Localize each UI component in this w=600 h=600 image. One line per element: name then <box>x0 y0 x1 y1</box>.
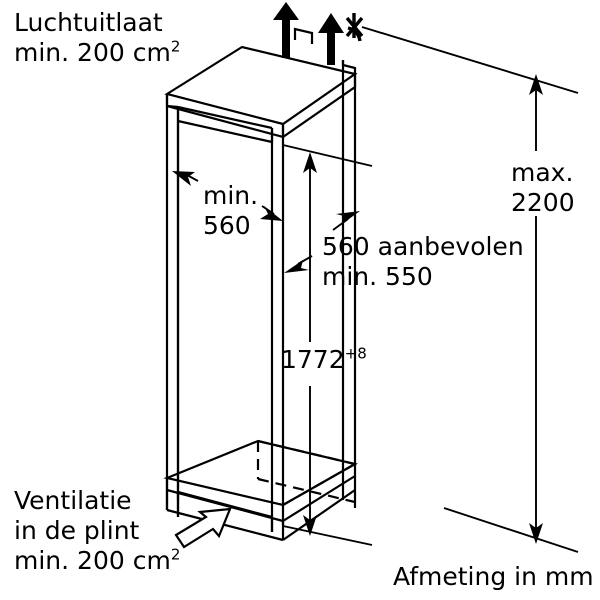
hidden-edges <box>256 439 356 506</box>
niche-width-line1: 560 aanbevolen <box>322 232 524 261</box>
niche-depth-line2: 560 <box>203 211 251 240</box>
bottom-panel-top-face <box>163 439 358 507</box>
air-outlet-superscript: 2 <box>170 37 181 56</box>
niche-depth-arrowheads <box>172 171 283 221</box>
plinth-right-top-edge <box>282 475 356 522</box>
niche-height-value: 1772 <box>281 345 345 374</box>
plinth-vent-arrow <box>174 507 232 549</box>
dimension-break-symbol <box>345 13 364 42</box>
air-outlet-line1: Luchtuitlaat <box>14 8 163 37</box>
h1772-upper-projection <box>282 144 373 167</box>
plinth-vent-label: Ventilatie in de plint min. 200 cm2 <box>14 486 180 576</box>
niche-height-arrowheads <box>303 152 317 536</box>
niche-width-label: 560 aanbevolen min. 550 <box>322 232 524 292</box>
upper-rail-left-thickness <box>166 104 179 109</box>
hidden-bottom-right-diag <box>282 463 356 506</box>
unit-note-label: Afmeting in mm <box>393 562 594 591</box>
plinth-vent-value: min. 200 cm <box>14 546 171 575</box>
air-outlet-line2: min. 200 cm2 <box>14 38 180 68</box>
plinth-inner-top <box>177 490 273 519</box>
airflow-arrows <box>273 2 344 65</box>
niche-width-line2: min. 550 <box>322 262 433 291</box>
air-outlet-value: min. 200 cm <box>14 38 171 67</box>
niche-height-tolerance: +8 <box>344 344 367 363</box>
top-panel-right-thickness <box>282 74 357 138</box>
niche-height-label: 1772+8 <box>281 345 367 375</box>
max-lower-extension-line <box>443 507 579 553</box>
max-height-label: max. 2200 <box>511 158 575 218</box>
top-rear-notch-left <box>293 27 314 44</box>
plinth-vent-line1: Ventilatie <box>14 486 132 515</box>
plinth-vent-superscript: 2 <box>170 545 181 564</box>
plinth-bottom-right-edge <box>282 489 356 541</box>
max-arrow-up <box>529 74 543 95</box>
upper-inner-rail-top <box>177 105 273 130</box>
airflow-arrow-left <box>273 2 299 58</box>
airflow-arrow-right <box>318 13 344 65</box>
niche-width-arrowheads <box>284 211 360 273</box>
h1772-arrow-down <box>303 515 317 536</box>
plinth-vent-line3: min. 200 cm2 <box>14 546 180 576</box>
max-height-line1: max. <box>511 158 574 187</box>
niche-depth-label: min. 560 <box>203 181 258 241</box>
max-upper-extension-line <box>361 26 579 94</box>
air-outlet-label: Luchtuitlaat min. 200 cm2 <box>14 8 180 68</box>
niche-height-dimension <box>282 144 373 546</box>
niche-depth-line1: min. <box>203 181 259 210</box>
max-height-line2: 2200 <box>511 188 575 217</box>
depth-arrow-right <box>260 206 283 221</box>
max-arrow-down <box>529 523 543 544</box>
max-height-dimension <box>361 26 579 553</box>
max-height-arrowheads <box>529 74 543 544</box>
plinth-vent-line2: in de plint <box>14 516 140 545</box>
h1772-lower-projection <box>282 525 373 546</box>
depth-arrow-left <box>172 171 195 186</box>
width-arrow-up-right <box>336 211 360 224</box>
width-arrow-down-left <box>284 260 309 273</box>
upper-inner-rail-bottom <box>177 119 273 144</box>
h1772-arrow-up <box>303 152 317 173</box>
plinth-front-bottom <box>166 508 284 542</box>
